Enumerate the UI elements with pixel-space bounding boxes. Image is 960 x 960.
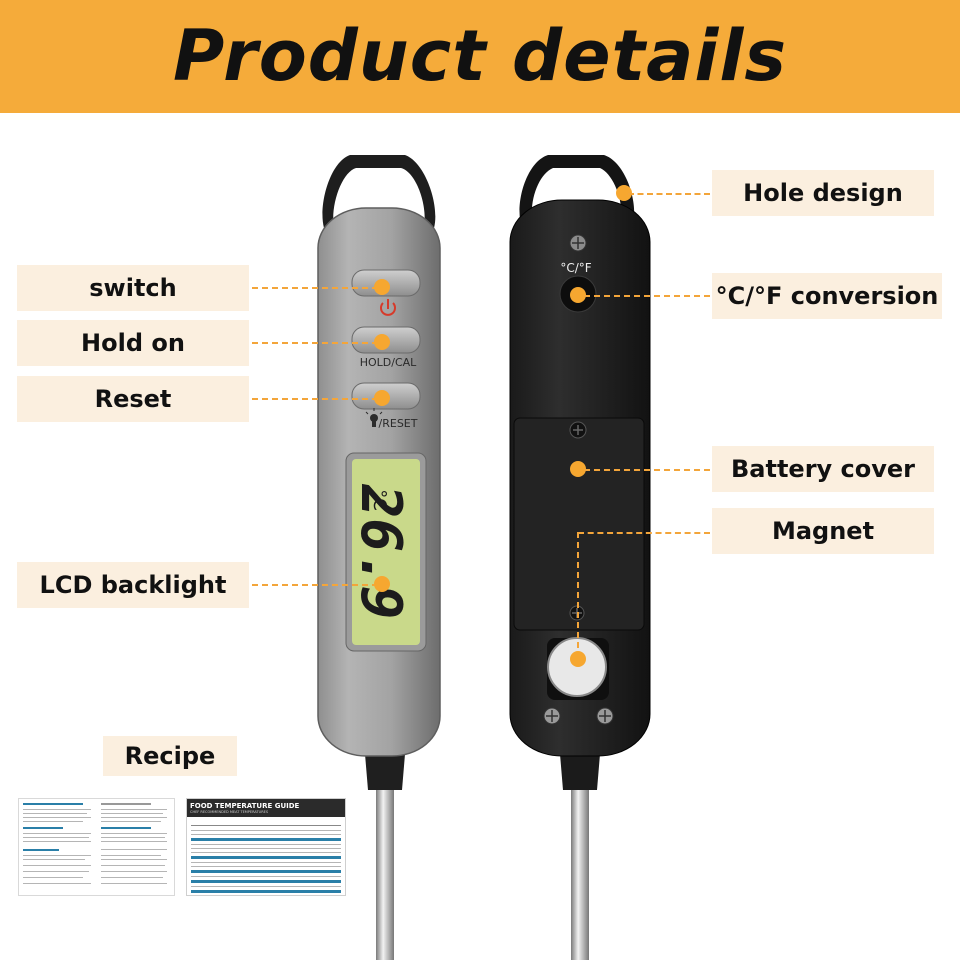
battery-cover xyxy=(513,417,645,631)
marker-lcd xyxy=(374,576,390,592)
recipe-guide-header: FOOD TEMPERATURE GUIDE CHEF RECOMMENDED … xyxy=(187,799,345,817)
label-magnet: Magnet xyxy=(712,508,934,554)
recipe-manual-page xyxy=(18,798,175,896)
label-hold-on: Hold on xyxy=(17,320,249,366)
page-title: Product details xyxy=(173,15,787,97)
leader-hole xyxy=(628,193,710,195)
marker-magnet xyxy=(570,651,586,667)
leader-reset xyxy=(252,398,378,400)
label-conversion: °C/°F conversion xyxy=(712,273,942,319)
label-recipe-text: Recipe xyxy=(124,742,216,770)
recipe-temperature-guide: FOOD TEMPERATURE GUIDE CHEF RECOMMENDED … xyxy=(186,798,346,896)
label-switch-text: switch xyxy=(89,274,177,302)
recipe-guide-subtitle: CHEF RECOMMENDED MEAT TEMPERATURES xyxy=(190,810,269,814)
marker-hole xyxy=(616,185,632,201)
leader-conversion xyxy=(584,295,710,297)
reset-label: /RESET xyxy=(379,417,418,430)
lcd-reading: 26.9 xyxy=(348,484,413,620)
hold-cal-label: HOLD/CAL xyxy=(360,356,417,369)
lightbulb-icon xyxy=(365,408,383,427)
marker-switch xyxy=(374,279,390,295)
label-hole-design-text: Hole design xyxy=(743,179,903,207)
leader-switch xyxy=(252,287,378,289)
power-icon xyxy=(380,299,396,316)
label-lcd-backlight-text: LCD backlight xyxy=(39,571,227,599)
label-reset: Reset xyxy=(17,376,249,422)
label-hold-on-text: Hold on xyxy=(81,329,185,357)
leader-battery xyxy=(584,469,710,471)
recipe-guide-title: FOOD TEMPERATURE GUIDE xyxy=(190,802,300,810)
label-conversion-text: °C/°F conversion xyxy=(715,282,939,310)
leader-magnet-h xyxy=(578,532,710,534)
header-banner: Product details xyxy=(0,0,960,113)
unit-switch-label: °C/°F xyxy=(560,261,591,275)
marker-hold xyxy=(374,334,390,350)
label-reset-text: Reset xyxy=(94,385,172,413)
thermometer-back: °C/°F xyxy=(509,155,651,960)
label-hole-design: Hole design xyxy=(712,170,934,216)
marker-conversion xyxy=(570,287,586,303)
label-switch: switch xyxy=(17,265,249,311)
lcd-unit: °C xyxy=(369,489,390,511)
marker-battery xyxy=(570,461,586,477)
label-recipe: Recipe xyxy=(103,736,237,776)
marker-reset xyxy=(374,390,390,406)
leader-magnet-v xyxy=(577,532,579,658)
label-battery-cover: Battery cover xyxy=(712,446,934,492)
leader-hold xyxy=(252,342,378,344)
label-magnet-text: Magnet xyxy=(771,517,875,545)
lcd-screen xyxy=(352,459,420,645)
label-lcd-backlight: LCD backlight xyxy=(17,562,249,608)
label-battery-cover-text: Battery cover xyxy=(730,455,916,483)
leader-lcd xyxy=(252,584,378,586)
